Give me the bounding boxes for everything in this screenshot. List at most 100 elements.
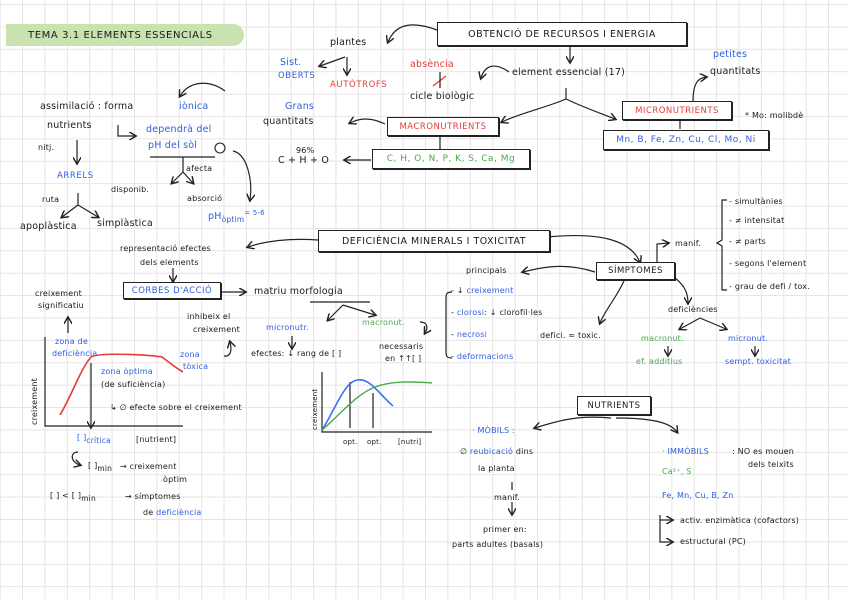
simptoma-prefix: - — [451, 352, 455, 361]
manif-mobils-label: manif. — [494, 493, 520, 502]
graph2-x-label: [nutri] — [398, 438, 422, 446]
efecte-label: ↳ ∅ efecte sobre el creixement — [110, 403, 242, 412]
simptoma-text: creixement — [466, 286, 514, 295]
c-lt-label: [ ] < [ ]min — [50, 490, 96, 505]
activ-label: activ. enzimàtica (cofactors) — [680, 516, 800, 525]
manif-item: - ≠ parts — [729, 237, 767, 246]
micronutr-label: micronutr. — [266, 323, 309, 332]
page-title: TEMA 3.1 ELEMENTS ESSENCIALS — [28, 29, 213, 41]
de-suficiencia-label: (de suficiència) — [101, 380, 166, 389]
petites-label: petites — [713, 49, 748, 60]
necessaris-1: necessaris — [379, 342, 424, 351]
ph-optim-label: pHòptim= 5-6 — [208, 207, 265, 226]
ph-sol-label: pH del sòl — [148, 140, 198, 151]
zona-deficiencia-2: deficiència — [52, 349, 98, 358]
immobils-note-2: dels teixits — [748, 460, 794, 469]
nitj-label: nitj. — [38, 143, 55, 152]
reubicacio-label: reubicació — [469, 447, 514, 456]
autotrofs-label: AUTÒTROFS — [330, 80, 388, 90]
c-critica-sub: crítica — [86, 436, 111, 445]
c-lt-de: de — [143, 508, 154, 517]
simptoma-text: clorosi — [456, 308, 485, 317]
simplastica-label: simplàstica — [97, 218, 153, 229]
assimilacio-label: assimilació : forma — [40, 101, 134, 112]
topic-banner: TEMA 3.1 ELEMENTS ESSENCIALS — [6, 24, 244, 46]
representacio-label: representació efectes — [120, 244, 211, 253]
deficiencies-label: deficiències — [668, 305, 718, 314]
cicle-biologic-label: cicle biològic — [410, 91, 475, 102]
la-planta-label: la planta — [478, 464, 515, 473]
simptoma-item: - ↓ creixement — [451, 285, 513, 297]
macronutrients-list: C, H, O, N, P, K, S, Ca, Mg — [372, 149, 530, 169]
c-min-result-2: òptim — [163, 475, 188, 484]
ruta-label: ruta — [42, 195, 60, 204]
estructural-label: estructural (PC) — [680, 537, 747, 546]
c-min-bracket: [ ] — [88, 461, 98, 470]
nutrients-label: nutrients — [47, 120, 92, 131]
percent-label: 96% — [296, 146, 315, 155]
c-min-label: [ ]min — [88, 460, 112, 475]
manif-item: - simultànies — [729, 197, 783, 206]
c-lt-sub: min — [81, 494, 96, 503]
quantitats-macro-label: quantitats — [263, 116, 314, 127]
creixement-signif-1: creixement — [35, 289, 82, 298]
ca-s-label: Ca²⁺, S — [662, 467, 692, 476]
quantitats-micro-label: quantitats — [710, 66, 761, 77]
simptoma-rest: : ↓ clorofil·les — [484, 308, 543, 317]
ph-optim-sub: òptim — [221, 215, 245, 224]
c-lt-deficiencia: deficiència — [156, 508, 202, 517]
arrels-label: ARRELS — [57, 171, 94, 181]
macronutrients-box: MACRONUTRIENTS — [387, 117, 499, 136]
zona-toxica-2: tòxica — [183, 362, 209, 371]
cho-label: C + H + O — [278, 155, 330, 166]
simptoma-text: necrosi — [456, 330, 488, 339]
deficiencia-box: DEFICIÈNCIA MINERALS i TOXICITAT — [318, 230, 550, 252]
dependra-label: dependrà del — [146, 124, 212, 135]
macronut-def-label: macronut. — [641, 334, 684, 343]
c-lt-bracket: [ ] < [ ] — [50, 491, 82, 500]
disponib-label: disponib. — [111, 185, 150, 194]
c-lt-result-1: → símptomes — [125, 492, 181, 501]
obtencio-box: OBTENCIÓ DE RECURSOS i ENERGIA — [437, 22, 687, 46]
primer-en-label: primer en: — [483, 525, 527, 534]
ionica-label: iònica — [179, 101, 209, 112]
inhibeix-1: inhibeix el — [187, 312, 231, 321]
simptoma-prefix: - ↓ — [451, 286, 464, 295]
micronut-def-label: micronut. — [728, 334, 769, 343]
plantes-label: plantes — [330, 37, 367, 48]
corbes-box: CORBES D'ACCIÓ — [123, 282, 221, 299]
ph-optim-value: = 5-6 — [244, 209, 265, 217]
nutrients-box: NUTRIENTS — [577, 396, 651, 415]
c-min-result-1: → creixement — [120, 462, 177, 471]
creixement-signif-2: significatiu — [38, 301, 84, 310]
graph2-opt1: opt. — [343, 438, 358, 446]
macronutr-label: macronut. — [362, 318, 405, 327]
simptoma-prefix: - — [451, 330, 455, 339]
manif-item: - grau de defi / tox. — [729, 282, 810, 291]
matriu-label: matriu morfologia — [254, 286, 343, 297]
mo-note: * Mo: molibdè — [745, 111, 804, 120]
oberts-label: OBERTS — [278, 71, 316, 81]
fe-list-label: Fe, Mn, Cu, B, Zn — [662, 491, 734, 500]
micronutrients-box: MICRONUTRIENTS — [622, 101, 732, 120]
nutrient-axis-label: [nutrient] — [136, 435, 177, 444]
simptoma-text: deformacions — [456, 352, 514, 361]
dins-label: dins — [515, 447, 534, 456]
graph2-opt2: opt. — [367, 438, 382, 446]
graph2-y-label: creixement — [311, 388, 319, 430]
manif-label: manif. — [675, 239, 701, 248]
c-lt-result-2: de deficiència — [143, 507, 202, 519]
sempt-toxicitat-label: sempt. toxicitat — [725, 357, 791, 366]
simptoma-item: - clorosi: ↓ clorofil·les — [451, 307, 543, 319]
graph1-y-label: creixement — [30, 378, 39, 425]
simptoma-prefix: - — [451, 308, 455, 317]
efectes-label: efectes: ↓ rang de [ ] — [251, 349, 342, 358]
principals-label: principals — [466, 266, 507, 275]
element-essencial-label: element essencial (17) — [512, 67, 626, 78]
manif-item: - segons l'element — [729, 259, 807, 268]
manif-item: - ≠ intensitat — [729, 216, 785, 225]
simptomes-box: SÍMPTOMES — [596, 262, 675, 280]
simptoma-item: - deformacions — [451, 351, 514, 363]
zona-optima-label: zona òptima — [101, 367, 153, 376]
